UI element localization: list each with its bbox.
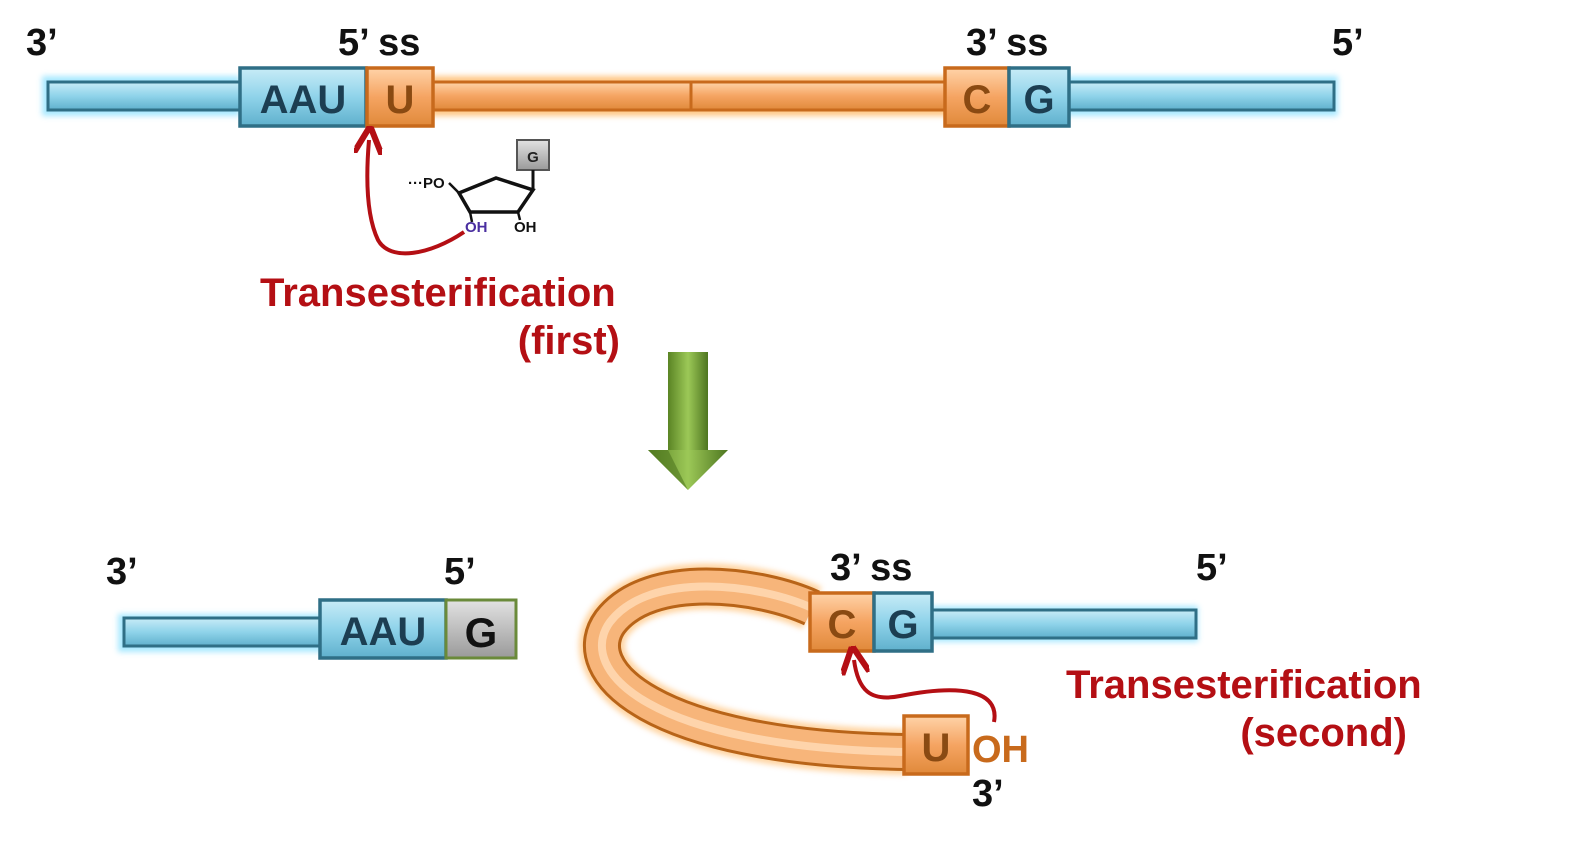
bottom-3ss-label: 3’ ss [830, 547, 912, 589]
bottom-right-5prime-label: 5’ [1196, 547, 1228, 589]
ribose-ring [456, 176, 536, 214]
bottom-g-label: G [465, 609, 498, 656]
first-attack-arrow [367, 140, 466, 256]
bottom-g-box [444, 598, 518, 660]
first-step-subtitle: (first) [518, 319, 620, 363]
guanosine-base-label: G [527, 149, 539, 166]
bottom-u-label: U [922, 726, 951, 770]
bottom-left-5prime-label: 5’ [444, 551, 476, 593]
top-right-exon-bar [1066, 80, 1336, 112]
second-step-title: Transesterification [1066, 663, 1422, 707]
top-intron-bar-left [430, 80, 693, 112]
top-3prime-label: 3’ [26, 22, 58, 64]
bottom-aau-label: AAU [340, 610, 427, 654]
top-3ss-label: 3’ ss [966, 22, 1048, 64]
bottom-oh-label: OH [972, 729, 1029, 771]
attacking-oh-label: OH [465, 219, 488, 236]
top-intron-bar-right [689, 80, 949, 112]
top-g-label: G [1023, 78, 1054, 122]
top-c-label: C [963, 78, 992, 122]
top-5prime-label: 5’ [1332, 22, 1364, 64]
bottom-aau-box [318, 598, 448, 660]
first-step-title: Transesterification [260, 271, 616, 315]
second-attack-arrow [854, 660, 997, 723]
bottom-right-exon-bar [930, 608, 1198, 640]
top-left-exon-bar [46, 80, 244, 112]
bottom-left-exon-bar [122, 616, 326, 648]
top-u-box [365, 66, 435, 128]
top-5ss-label: 5’ ss [338, 22, 420, 64]
phosphate-label: ···PO [408, 175, 445, 192]
top-u-label: U [386, 78, 415, 122]
down-arrow [648, 352, 728, 490]
top-aau-label: AAU [260, 78, 347, 122]
top-g-box [1007, 66, 1071, 128]
top-strand: AAU U C G 3’ 5’ ss 3’ ss 5’ [26, 22, 1364, 128]
second-step-subtitle: (second) [1240, 711, 1407, 755]
lariat-intermediate: C G U OH 3’ 3’ ss 5’ [578, 547, 1228, 815]
bottom-c-label: C [828, 603, 857, 647]
guanosine-molecule: G ···PO OH OH [408, 139, 550, 236]
bottom-right-g-label: G [887, 603, 918, 647]
bottom-left-strand: AAU G 3’ 5’ [106, 551, 518, 660]
other-oh-label: OH [514, 219, 537, 236]
bottom-u-box [902, 714, 970, 776]
bottom-right-g-box [872, 591, 934, 653]
bottom-u-3prime-label: 3’ [972, 773, 1004, 815]
bottom-left-3prime-label: 3’ [106, 551, 138, 593]
